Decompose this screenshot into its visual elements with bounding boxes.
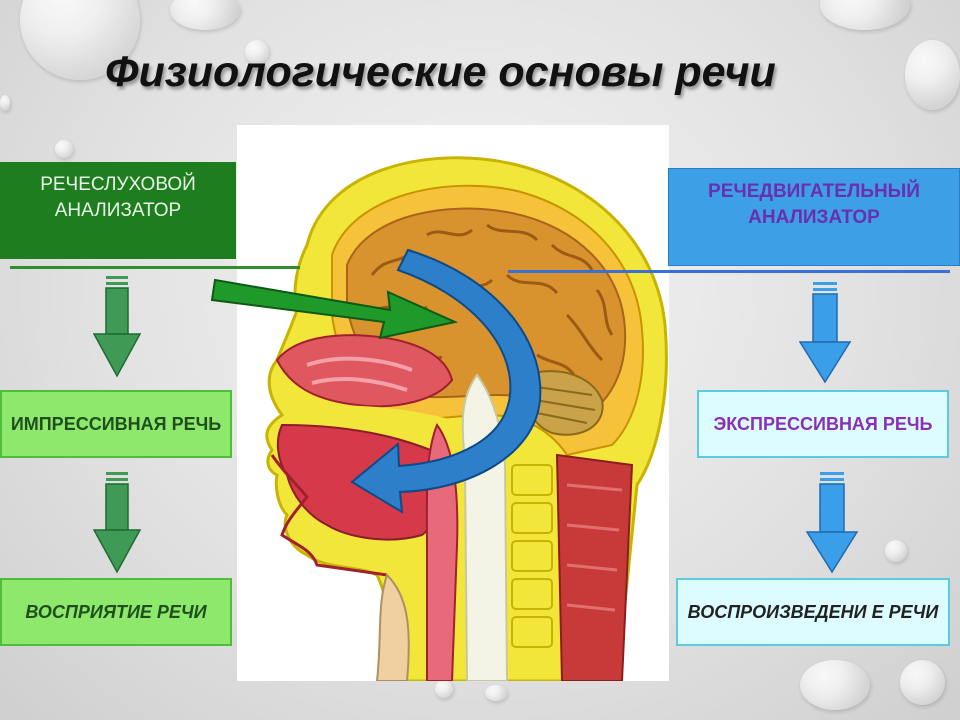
down-arrow-icon	[805, 472, 859, 574]
right-divider-line	[508, 270, 950, 273]
down-arrow-icon	[92, 472, 142, 574]
blue-output-arrow-icon	[350, 248, 542, 514]
water-drop-decoration	[435, 680, 453, 698]
down-arrow-icon	[798, 282, 852, 384]
expressive-speech-label: ЭКСПРЕССИВНАЯ РЕЧЬ	[713, 413, 933, 434]
speech-reproduction-label: ВОСПРОИЗВЕДЕНИ Е РЕЧИ	[687, 601, 939, 622]
water-drop-decoration	[0, 95, 10, 111]
page-title: Физиологические основы речи	[105, 48, 776, 96]
water-drop-decoration	[800, 660, 870, 710]
green-input-arrow-icon	[210, 278, 459, 340]
speech-motor-analyzer-box: РЕЧЕДВИГАТЕЛЬНЫЙ АНАЛИЗАТОР	[668, 168, 960, 266]
water-drop-decoration	[905, 40, 960, 110]
auditory-speech-analyzer-box: РЕЧЕСЛУХОВОЙ АНАЛИЗАТОР	[0, 162, 236, 259]
impressive-speech-box: ИМПРЕССИВНАЯ РЕЧЬ	[0, 390, 232, 458]
speech-perception-box: ВОСПРИЯТИЕ РЕЧИ	[0, 578, 232, 646]
water-drop-decoration	[885, 540, 907, 562]
expressive-speech-box: ЭКСПРЕССИВНАЯ РЕЧЬ	[697, 390, 949, 458]
water-drop-decoration	[245, 40, 269, 64]
water-drop-decoration	[55, 140, 73, 158]
speech-motor-analyzer-label: РЕЧЕДВИГАТЕЛЬНЫЙ АНАЛИЗАТОР	[708, 181, 920, 228]
water-drop-decoration	[900, 660, 945, 705]
water-drop-decoration	[485, 685, 507, 701]
speech-reproduction-box: ВОСПРОИЗВЕДЕНИ Е РЕЧИ	[676, 578, 950, 646]
left-divider-line	[10, 266, 300, 269]
auditory-speech-analyzer-label: РЕЧЕСЛУХОВОЙ АНАЛИЗАТОР	[40, 174, 196, 221]
speech-perception-label: ВОСПРИЯТИЕ РЕЧИ	[25, 601, 207, 622]
impressive-speech-label: ИМПРЕССИВНАЯ РЕЧЬ	[10, 413, 222, 434]
down-arrow-icon	[92, 276, 142, 378]
